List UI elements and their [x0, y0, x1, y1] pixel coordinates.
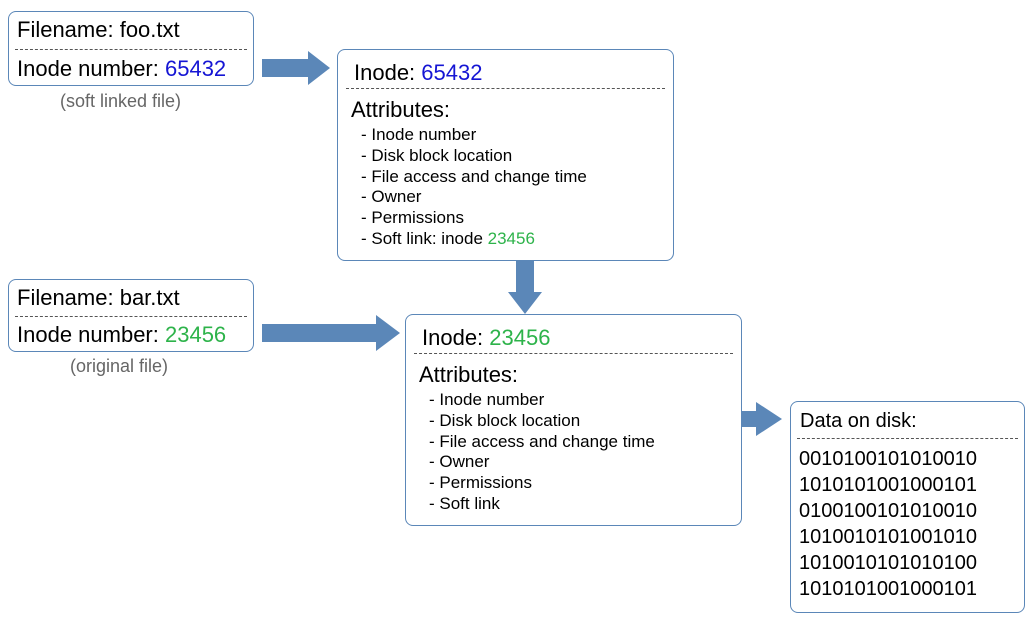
- inode-title: Inode: 65432: [354, 60, 482, 86]
- filename-label: Filename: foo.txt: [17, 17, 180, 42]
- attribute-list: - Inode number - Disk block location - F…: [361, 125, 587, 250]
- inode-title: Inode: 23456: [422, 325, 550, 351]
- inode-title-label: Inode:: [354, 60, 422, 85]
- binary-row: 1010101001000101: [799, 474, 977, 496]
- binary-row: 1010010101010100: [799, 552, 977, 574]
- attribute-list: - Inode number - Disk block location - F…: [429, 390, 655, 515]
- inode-title-value: 65432: [421, 60, 483, 85]
- inode-title-value: 23456: [489, 325, 551, 350]
- binary-row: 1010010101001010: [799, 526, 977, 548]
- binary-row: 0100100101010010: [799, 500, 977, 522]
- data-on-disk-box: Data on disk: 0010100101010010 101010100…: [790, 401, 1025, 613]
- attribute-item: - Disk block location: [361, 145, 513, 165]
- soft-link-label: - Soft link: inode: [361, 228, 488, 248]
- arrow-bar-to-inode-23456: [262, 315, 400, 351]
- inode-number-label: Inode number:: [17, 322, 165, 347]
- divider: [15, 316, 247, 317]
- caption-soft-linked: (soft linked file): [60, 91, 182, 111]
- data-on-disk-title: Data on disk:: [800, 410, 917, 432]
- caption-original: (original file): [70, 356, 169, 376]
- divider: [15, 49, 247, 50]
- inode-number-label: Inode number:: [17, 56, 165, 81]
- inode-title-label: Inode:: [422, 325, 490, 350]
- file-entry-foo: Filename: foo.txt Inode number: 65432: [8, 11, 254, 86]
- arrow-softlink-to-inode-23456: [508, 255, 542, 314]
- attribute-item: - Owner: [429, 452, 490, 472]
- filename-label: Filename: bar.txt: [17, 285, 180, 310]
- attributes-heading: Attributes:: [351, 97, 451, 122]
- attribute-item: - File access and change time: [361, 166, 587, 186]
- divider: [346, 88, 665, 89]
- inode-box-65432: Inode: 65432 Attributes: - Inode number …: [337, 49, 674, 261]
- attribute-item: - Owner: [361, 187, 422, 207]
- attribute-item: - File access and change time: [429, 431, 655, 451]
- divider: [797, 438, 1018, 439]
- attribute-item: - Inode number: [361, 125, 477, 144]
- inode-number-value: 65432: [164, 56, 227, 81]
- soft-link-value: 23456: [487, 228, 535, 248]
- inode-number-row: Inode number: 23456: [17, 322, 226, 348]
- inode-number-value: 23456: [164, 322, 227, 347]
- inode-box-23456: Inode: 23456 Attributes: - Inode number …: [405, 314, 742, 526]
- binary-row: 0010100101010010: [799, 448, 977, 470]
- attribute-item: - Permissions: [361, 208, 464, 228]
- attribute-item: - Soft link: [429, 493, 500, 513]
- attribute-item-soft-link: - Soft link: inode 23456: [361, 229, 587, 250]
- binary-data: 0010100101010010 1010101001000101 010010…: [799, 446, 977, 602]
- attribute-item: - Inode number: [429, 390, 545, 409]
- arrow-foo-to-inode-65432: [262, 51, 330, 85]
- attribute-item: - Disk block location: [429, 410, 581, 430]
- file-entry-bar: Filename: bar.txt Inode number: 23456: [8, 279, 254, 352]
- attributes-heading: Attributes:: [419, 362, 519, 387]
- divider: [414, 353, 733, 354]
- inode-number-row: Inode number: 65432: [17, 56, 226, 82]
- binary-row: 1010101001000101: [799, 578, 977, 600]
- attribute-item: - Permissions: [429, 473, 532, 493]
